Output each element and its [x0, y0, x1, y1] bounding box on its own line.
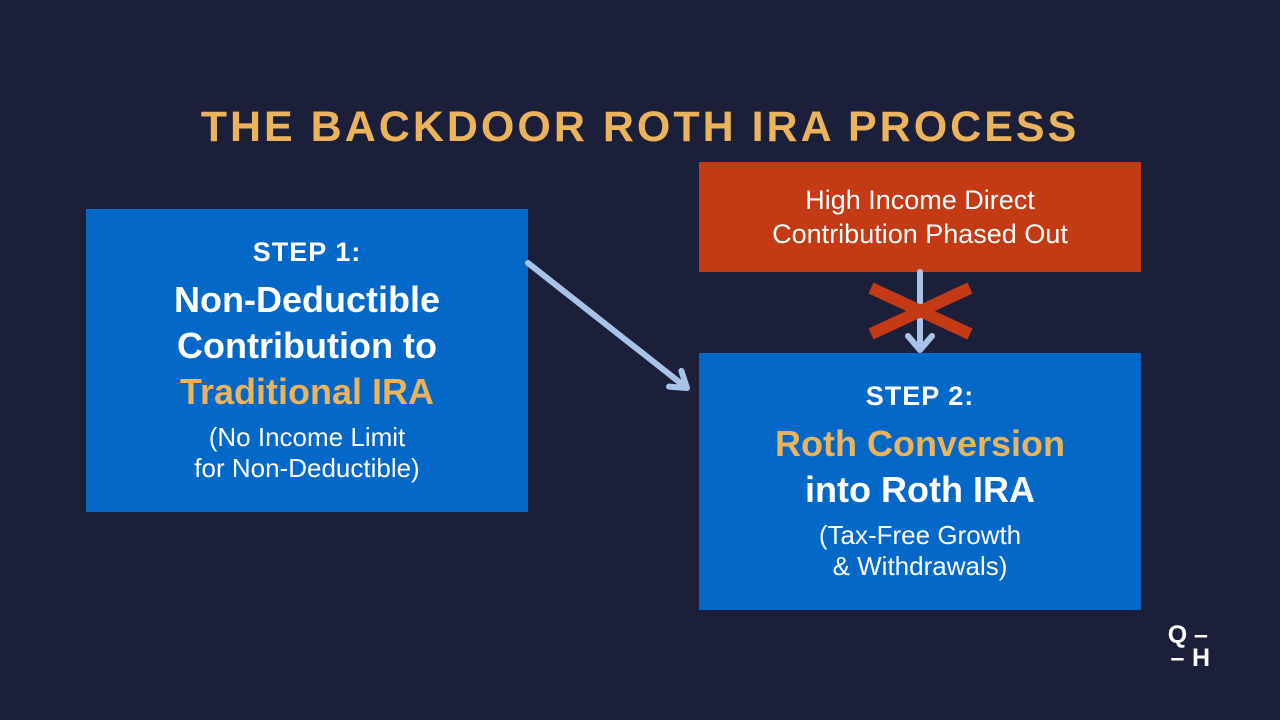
blocked-arrow-icon: [905, 269, 935, 353]
step1-note-line1: (No Income Limit: [208, 422, 406, 452]
step2-label: STEP 2:: [865, 381, 975, 411]
blocker-box: High Income Direct Contribution Phased O…: [699, 162, 1141, 272]
logo-dash-top: –: [1194, 621, 1208, 649]
logo-letter-h: H: [1191, 644, 1211, 672]
step1-line1: Non-Deductible: [174, 279, 440, 320]
logo-letter-q: Q: [1167, 621, 1188, 649]
step1-line2: Contribution to: [177, 325, 437, 366]
step2-line2: into Roth IRA: [805, 469, 1035, 510]
step1-note-line2: for Non-Deductible): [194, 453, 420, 483]
step1-box: STEP 1: Non-Deductible Contribution to T…: [86, 209, 528, 512]
blocker-line1: High Income Direct: [805, 185, 1035, 215]
page-title: THE BACKDOOR ROTH IRA PROCESS: [200, 102, 1080, 151]
step2-highlight: Roth Conversion: [774, 423, 1065, 464]
step2-note-line2: & Withdrawals): [832, 551, 1008, 581]
flow-arrow-icon: [525, 260, 690, 391]
step2-note-line1: (Tax-Free Growth: [818, 520, 1022, 550]
step1-highlight: Traditional IRA: [179, 371, 435, 412]
step2-note: (Tax-Free Growth & Withdrawals): [819, 520, 1021, 582]
blocker-line2: Contribution Phased Out: [772, 219, 1068, 249]
step2-box: STEP 2: Roth Conversion into Roth IRA (T…: [699, 353, 1141, 610]
x-mark-icon: [868, 282, 973, 340]
logo-dash-bottom: –: [1170, 644, 1185, 672]
step1-note: (No Income Limit for Non-Deductible): [194, 422, 419, 484]
qh-logo: Q – – H: [1165, 621, 1212, 672]
step1-label: STEP 1:: [252, 237, 362, 267]
